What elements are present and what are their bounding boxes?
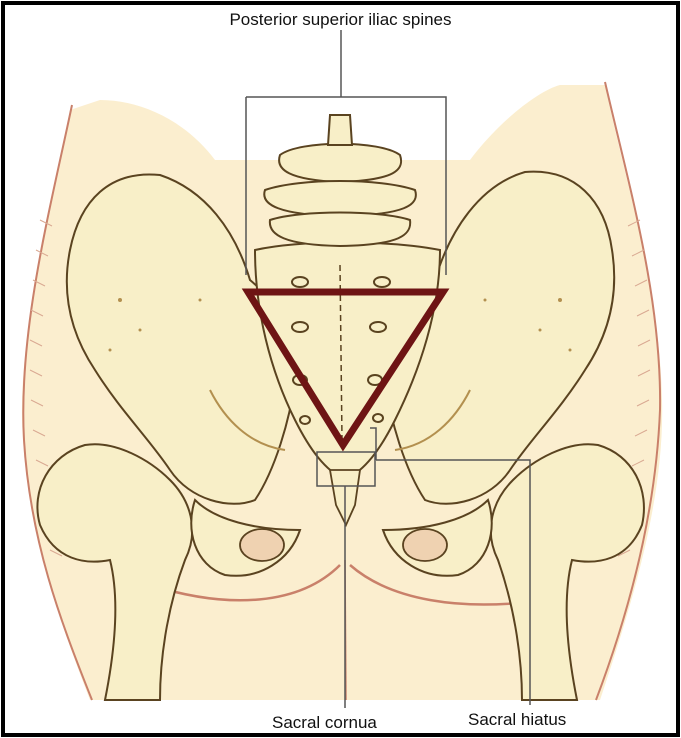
left-obturator-foramen <box>240 529 284 561</box>
label-sacral-hiatus: Sacral hiatus <box>468 710 566 730</box>
right-obturator-foramen <box>403 529 447 561</box>
label-sacral-cornua: Sacral cornua <box>272 713 377 733</box>
label-posterior-superior-iliac-spines: Posterior superior iliac spines <box>0 10 681 30</box>
